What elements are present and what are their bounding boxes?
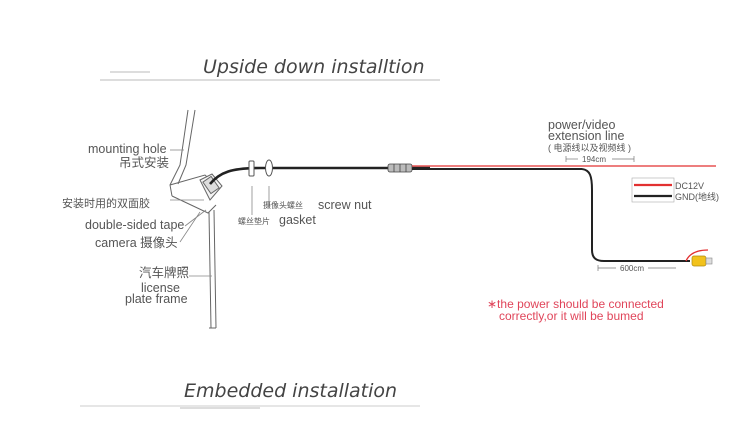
mounting-bracket [169, 109, 217, 214]
license-label: license [141, 281, 180, 295]
plate-frame-label: plate frame [125, 292, 188, 306]
camera-cable [209, 166, 430, 185]
screw-cn-label: 摄像头螺丝 [263, 201, 303, 210]
warning-line-2: correctly,or it will be bumed [499, 309, 644, 323]
camera-body [199, 173, 223, 201]
dimension-600 [597, 265, 676, 271]
mounting-hole-label: mounting hole [88, 142, 167, 156]
warning-line-1: ∗the power should be connected [487, 297, 664, 311]
dc12v-label: DC12V [675, 181, 705, 191]
mounting-hole-cn-label: 吊式安装 [119, 156, 170, 170]
screw-nut-label: screw nut [318, 198, 372, 212]
video-cable [581, 168, 690, 262]
dimension-194 [565, 156, 635, 162]
embedded-title: Embedded installation [184, 380, 398, 402]
license-plate-frame [208, 209, 217, 329]
top-title-rule [100, 71, 440, 81]
tape-cn-label: 安装时用的双面胶 [62, 198, 150, 210]
license-cn-label: 汽车牌照 [139, 266, 190, 280]
cable-connector [387, 163, 413, 173]
power-legend [631, 177, 675, 203]
upside-down-title: Upside down installtion [203, 56, 425, 78]
gnd-label: GND(地线) [675, 192, 719, 202]
double-sided-tape-label: double-sided tape [85, 218, 185, 232]
washer [248, 159, 273, 177]
rca-connector [685, 249, 713, 267]
gasket-label: gasket [279, 213, 316, 227]
bottom-title-rule [80, 405, 420, 409]
camera-label: camera 摄像头 [95, 236, 178, 250]
length-194-label: 194cm [582, 155, 607, 164]
length-600-label: 600cm [620, 264, 645, 273]
washer-cn-label: 螺丝垫片 [238, 217, 270, 226]
leader-lines [170, 149, 270, 277]
power-line-cn-label: ( 电源线以及视频线 ) [548, 143, 631, 153]
power-video-label: power/video [548, 118, 616, 132]
extension-line-label: extension line [548, 129, 625, 143]
